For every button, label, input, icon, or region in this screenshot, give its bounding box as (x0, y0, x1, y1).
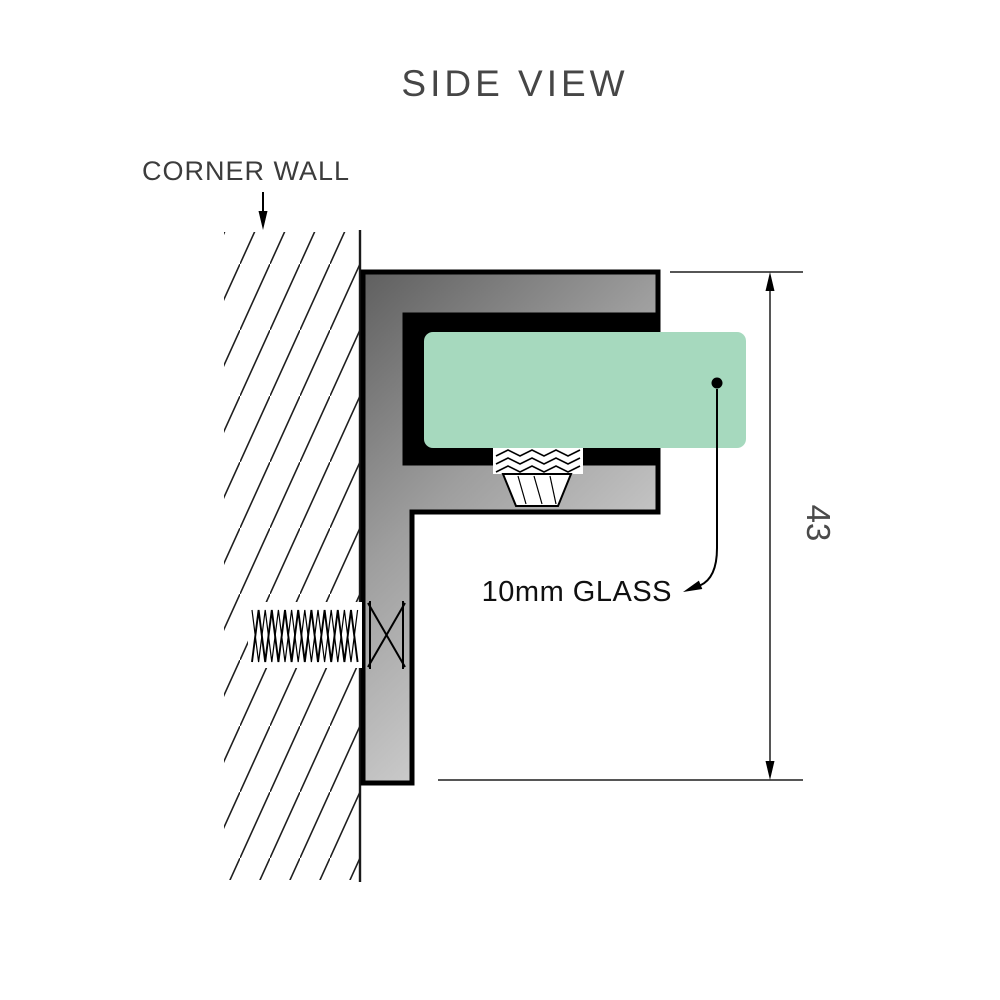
wall-hatch (224, 232, 360, 880)
glass-leader-dot (711, 377, 723, 389)
wall-screw-thread (251, 609, 359, 663)
corner-wall-label: CORNER WALL (142, 156, 350, 186)
dimension-arrow-bottom-icon (765, 761, 775, 780)
wall-screw (248, 601, 406, 669)
glass-leader-line (699, 389, 718, 587)
wall (224, 230, 362, 882)
glass-leader-arrow-icon (683, 580, 703, 592)
grub-screw (493, 448, 583, 507)
grub-screw-thread-line (495, 465, 581, 473)
glass-panel (424, 332, 746, 448)
grub-screw-thread-line (495, 457, 581, 465)
page-title: SIDE VIEW (401, 63, 628, 104)
glass-annotation: 10mm GLASS (482, 377, 723, 608)
grub-screw-hatch (549, 475, 557, 505)
grub-screw-hatch (533, 475, 543, 505)
dimension-arrow-top-icon (765, 272, 775, 291)
wall-screw-head-cross (367, 602, 406, 668)
glass-label: 10mm GLASS (482, 576, 672, 608)
corner-wall-arrow-icon (258, 211, 268, 230)
grub-screw-thread-line (495, 449, 581, 457)
wall-screw-thread (251, 609, 359, 663)
dimension: 43 (438, 271, 837, 781)
dimension-value: 43 (800, 505, 837, 542)
grub-screw-hatch (517, 475, 527, 505)
corner-wall-annotation: CORNER WALL (142, 156, 350, 230)
grub-screw-body (501, 473, 573, 507)
